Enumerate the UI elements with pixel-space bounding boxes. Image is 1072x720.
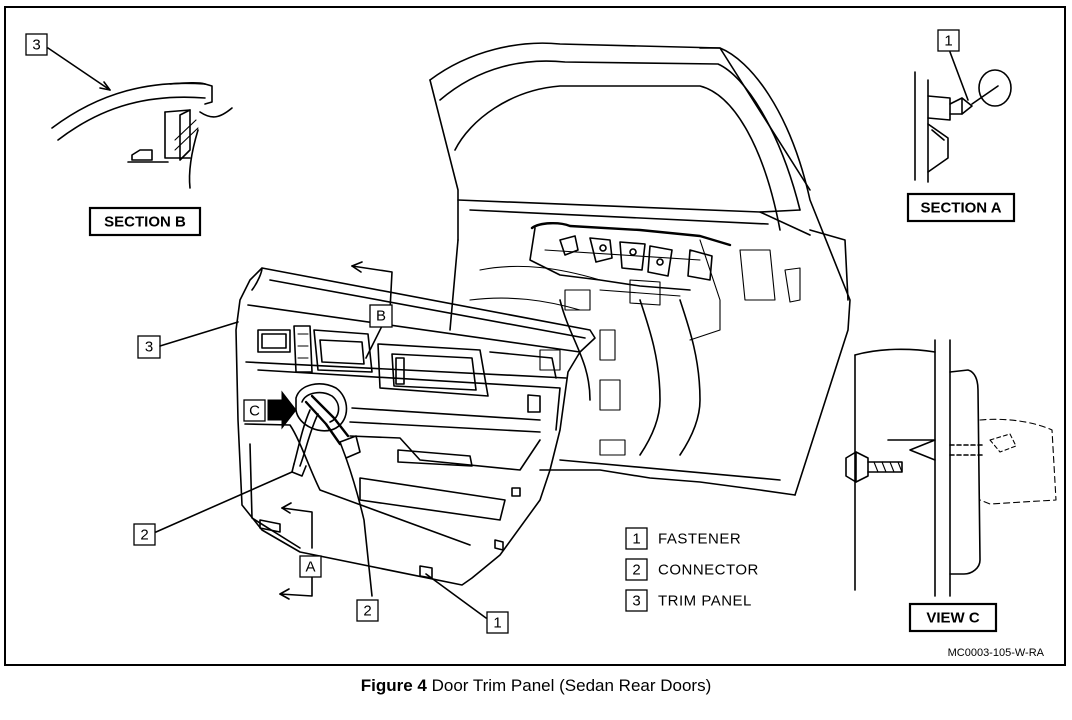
svg-text:SECTION A: SECTION A	[920, 200, 1001, 217]
callout-1-fastener: 1	[425, 573, 509, 634]
svg-text:VIEW C: VIEW C	[926, 610, 980, 627]
door-latch-mechanism	[529, 222, 732, 297]
trim-panel	[235, 267, 596, 586]
door-body	[429, 42, 851, 496]
svg-text:3: 3	[632, 593, 640, 610]
figure-title: Door Trim Panel (Sedan Rear Doors)	[431, 676, 712, 695]
section-b-cut-arrow	[351, 261, 393, 359]
section-a-detail	[914, 69, 1012, 183]
svg-text:FASTENER: FASTENER	[658, 531, 741, 548]
svg-text:A: A	[305, 559, 315, 576]
svg-text:TRIM PANEL: TRIM PANEL	[658, 593, 752, 610]
figure-caption: Figure 4 Door Trim Panel (Sedan Rear Doo…	[0, 676, 1072, 696]
svg-text:2: 2	[363, 603, 371, 620]
svg-text:C: C	[249, 403, 260, 420]
legend: 1 FASTENER 2 CONNECTOR 3 TRIM PANEL	[625, 527, 759, 612]
callout-c-letter: C	[243, 399, 266, 422]
section-b-label: SECTION B	[88, 206, 202, 237]
svg-text:2: 2	[140, 527, 148, 544]
svg-text:1: 1	[632, 531, 640, 548]
view-c-arrow	[267, 390, 297, 430]
svg-text:1: 1	[944, 33, 952, 50]
inside-handle-and-connector	[291, 383, 373, 597]
section-a-label: SECTION A	[906, 192, 1016, 223]
svg-text:B: B	[376, 308, 386, 325]
callout-3-trim-panel: 3	[137, 321, 239, 359]
legend-item-connector: 2 CONNECTOR	[625, 558, 759, 581]
legend-item-fastener: 1 FASTENER	[625, 527, 741, 550]
callout-b-letter: B	[369, 304, 393, 328]
figure-number: Figure 4	[360, 676, 427, 695]
view-c-label: VIEW C	[908, 602, 998, 633]
svg-text:SECTION B: SECTION B	[104, 214, 186, 231]
section-a-cut-arrows	[279, 502, 313, 600]
svg-text:3: 3	[32, 37, 40, 54]
svg-text:2: 2	[632, 562, 640, 579]
svg-text:CONNECTOR: CONNECTOR	[658, 562, 759, 579]
legend-item-trim-panel: 3 TRIM PANEL	[625, 589, 752, 612]
svg-text:3: 3	[145, 339, 153, 356]
callout-2-lower-connector: 2	[356, 599, 379, 622]
svg-text:1: 1	[493, 615, 501, 632]
drawing-code: MC0003-105-W-RA	[948, 647, 1045, 659]
callout-1-section-a: 1	[937, 29, 969, 101]
callout-2-left-connector: 2	[133, 471, 293, 546]
figure-frame	[4, 6, 1066, 666]
callout-3-section-b: 3	[25, 33, 111, 91]
section-b-detail	[51, 82, 233, 189]
callout-a-letter: A	[299, 555, 322, 578]
view-c-detail	[845, 339, 1057, 597]
